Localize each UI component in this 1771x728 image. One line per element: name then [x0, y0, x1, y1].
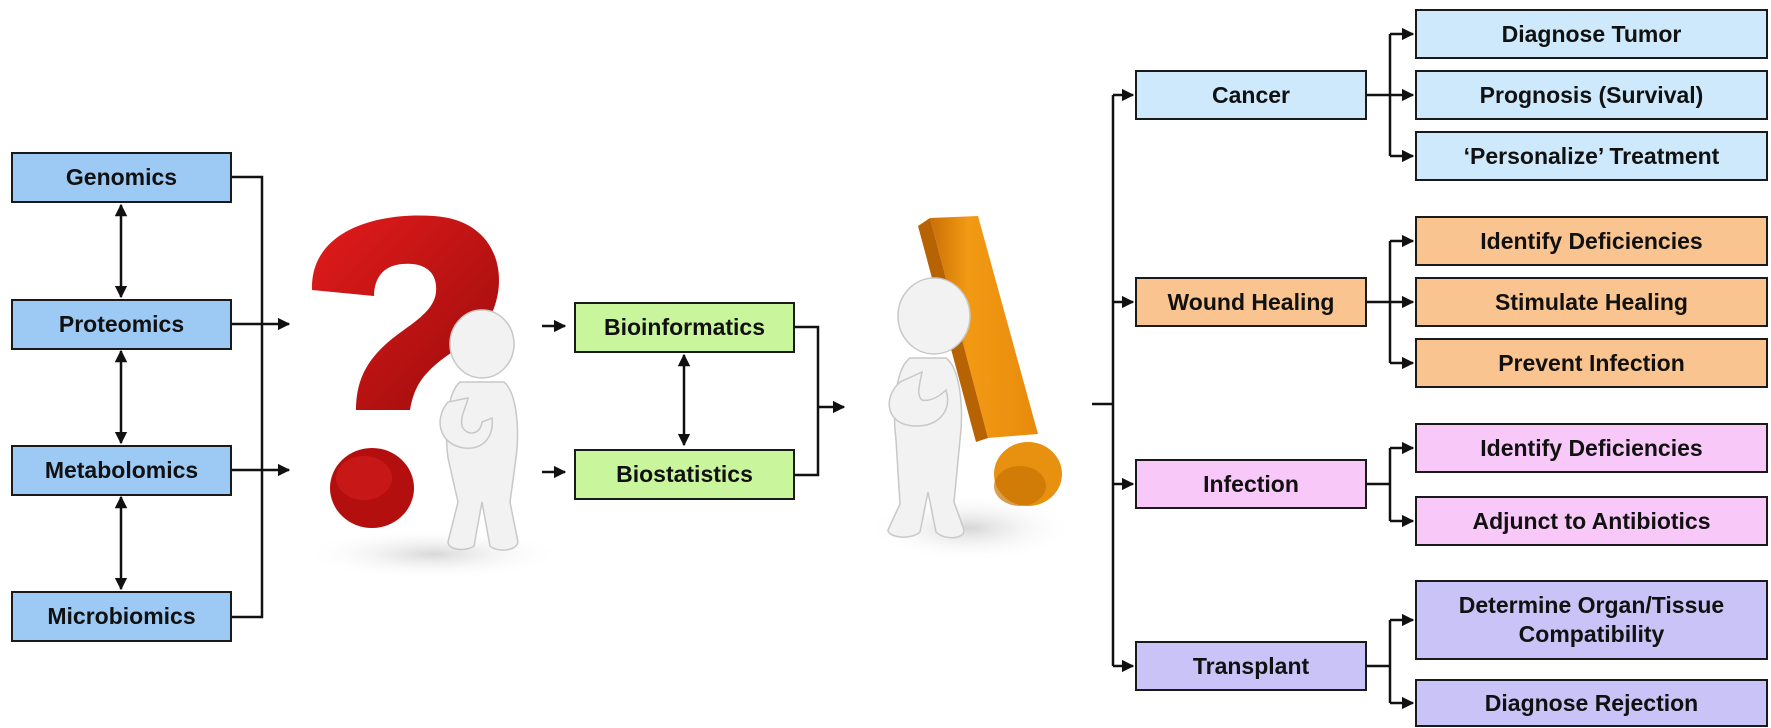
transplant-sub-box: Diagnose Rejection [1415, 679, 1768, 727]
application-box-infection: Infection [1135, 459, 1367, 509]
exclamation-mark-icon [866, 216, 1070, 562]
application-box-transplant: Transplant [1135, 641, 1367, 691]
analysis-box-bioinformatics: Bioinformatics [574, 302, 795, 353]
omics-box-proteomics: Proteomics [11, 299, 232, 350]
cancer-sub-box: ‘Personalize’ Treatment [1415, 131, 1768, 181]
wound-sub-box: Prevent Infection [1415, 338, 1768, 388]
question-mark-icon [303, 215, 563, 580]
transplant-sub-box: Determine Organ/Tissue Compatibility [1415, 580, 1768, 660]
omics-bracket [231, 175, 264, 619]
cancer-sub-box: Prognosis (Survival) [1415, 70, 1768, 120]
infection-sub-box: Identify Deficiencies [1415, 423, 1768, 473]
wound-sub-box: Identify Deficiencies [1415, 216, 1768, 266]
cancer-sub-box: Diagnose Tumor [1415, 9, 1768, 59]
omics-box-genomics: Genomics [11, 152, 232, 203]
omics-box-microbiomics: Microbiomics [11, 591, 232, 642]
wound-sub-box: Stimulate Healing [1415, 277, 1768, 327]
omics-box-metabolomics: Metabolomics [11, 445, 232, 496]
analysis-bracket [795, 325, 820, 477]
application-box-cancer: Cancer [1135, 70, 1367, 120]
analysis-box-biostatistics: Biostatistics [574, 449, 795, 500]
application-box-wound-healing: Wound Healing [1135, 277, 1367, 327]
infection-sub-box: Adjunct to Antibiotics [1415, 496, 1768, 546]
